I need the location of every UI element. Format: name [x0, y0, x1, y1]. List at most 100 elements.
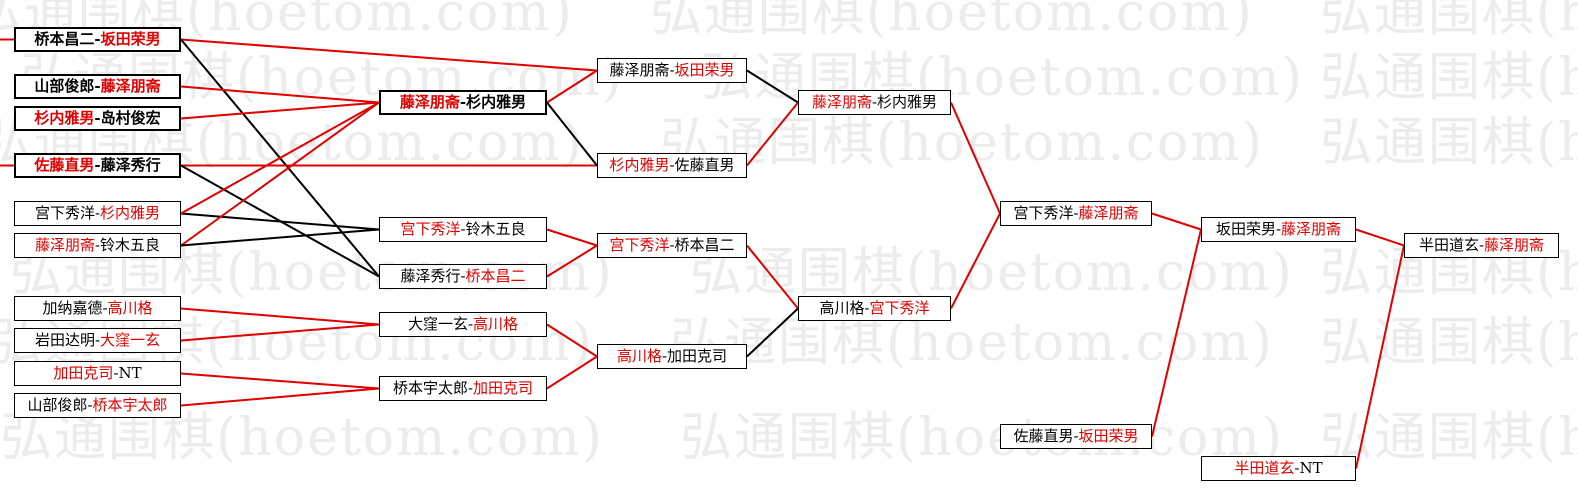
separator: - — [94, 236, 101, 254]
player-a: 桥本昌二 — [34, 30, 95, 48]
player-a: 宫下秀洋 — [400, 220, 461, 238]
separator: - — [94, 109, 101, 127]
separator: - — [864, 299, 870, 317]
player-a: 加田克司 — [53, 364, 114, 382]
connector-line — [950, 102, 1001, 214]
player-b: 杉内雅男 — [877, 93, 938, 111]
player-a: 加纳嘉德 — [42, 299, 103, 317]
match-box: 藤泽朋斋-铃木五良 — [14, 233, 181, 258]
player-b: 岛村俊宏 — [100, 109, 161, 127]
player-a: 山部俊郎 — [27, 396, 88, 414]
connector-line — [746, 244, 799, 310]
connector-line — [746, 101, 799, 167]
match-box: 山部俊郎-藤泽朋斋 — [14, 74, 181, 99]
player-a: 山部俊郎 — [34, 77, 95, 95]
match-box: 藤泽秀行-桥本昌二 — [379, 264, 547, 289]
match-box: 宫下秀洋-铃木五良 — [379, 217, 547, 242]
player-b: 高川格 — [107, 299, 153, 317]
match-box: 藤泽朋斋-杉内雅男 — [379, 90, 547, 115]
player-a: 杉内雅男 — [34, 109, 95, 127]
match-box: 佐藤直男-藤泽秀行 — [14, 153, 181, 178]
connector-line — [180, 85, 380, 104]
watermark: 弘通围棋(hoetom.com) — [1320, 48, 1578, 108]
player-b: 杉内雅男 — [466, 93, 527, 111]
connector-line — [1151, 212, 1202, 231]
connector-line — [746, 307, 799, 358]
separator: - — [669, 236, 675, 254]
separator: - — [661, 347, 668, 365]
match-box: 宫下秀洋-杉内雅男 — [14, 201, 181, 226]
connector-line — [546, 69, 598, 104]
watermark: 弘通围棋(hoetom.com) — [1320, 0, 1578, 43]
watermark: 弘通围棋(hoetom.com) — [1320, 313, 1578, 373]
player-b: 坂田荣男 — [1078, 427, 1139, 445]
match-box: 岩田达明-大窪一玄 — [14, 328, 181, 353]
separator: - — [94, 156, 101, 174]
player-a: 高川格 — [819, 299, 865, 317]
connector-line — [180, 212, 380, 231]
separator: - — [94, 331, 101, 349]
separator: - — [871, 93, 878, 111]
player-b: 铃木五良 — [100, 236, 161, 254]
player-a: 宫下秀洋 — [34, 204, 95, 222]
player-b: 藤泽朋斋 — [1484, 236, 1545, 254]
watermark: 弘通围棋(hoetom.com) — [0, 408, 604, 468]
connector-line — [180, 101, 380, 120]
player-a: 藤泽朋斋 — [609, 61, 670, 79]
match-box: 半田道玄-藤泽朋斋 — [1404, 233, 1559, 258]
match-box: 大窪一玄-高川格 — [379, 312, 547, 337]
connector-line — [180, 228, 380, 247]
player-b: 藤泽朋斋 — [100, 77, 161, 95]
player-a: 岩田达明 — [34, 331, 95, 349]
watermark: 弘通围棋(hoetom.com) — [680, 408, 1284, 468]
separator: - — [1275, 220, 1282, 238]
player-b: 桥本昌二 — [674, 236, 735, 254]
player-a: 佐藤直男 — [1013, 427, 1074, 445]
player-a: 半田道玄 — [1234, 459, 1295, 477]
player-b: 大窪一玄 — [100, 331, 161, 349]
player-b: 坂田荣男 — [674, 61, 735, 79]
player-a: 宫下秀洋 — [609, 236, 670, 254]
separator: - — [1294, 459, 1300, 477]
separator: - — [467, 315, 474, 333]
watermark: 弘通围棋(hoetom.com) — [670, 313, 1274, 373]
player-b: NT — [118, 364, 142, 382]
player-b: NT — [1299, 459, 1323, 477]
match-box: 高川格-加田克司 — [597, 344, 747, 369]
watermark: 弘通围棋(hoetom.com) — [1320, 113, 1578, 173]
player-b: 桥本昌二 — [465, 267, 526, 285]
separator: - — [459, 93, 467, 111]
player-b: 佐藤直男 — [674, 156, 735, 174]
separator: - — [1073, 427, 1079, 445]
connector-line — [180, 101, 380, 247]
separator: - — [94, 77, 101, 95]
player-b: 加田克司 — [667, 347, 728, 365]
player-b: 藤泽朋斋 — [1078, 204, 1139, 222]
match-box: 半田道玄-NT — [1201, 456, 1356, 481]
player-b: 坂田荣男 — [100, 30, 161, 48]
player-a: 高川格 — [616, 347, 662, 365]
connector-line — [180, 372, 380, 390]
separator: - — [460, 267, 466, 285]
connector-line — [546, 244, 598, 278]
connector-line — [180, 387, 380, 407]
player-a: 宫下秀洋 — [1013, 204, 1074, 222]
match-box: 宫下秀洋-桥本昌二 — [597, 233, 747, 258]
separator: - — [460, 220, 466, 238]
match-box: 坂田荣男-藤泽朋斋 — [1201, 217, 1356, 242]
connector-line — [546, 228, 598, 247]
player-b: 铃木五良 — [465, 220, 526, 238]
connector-line — [546, 323, 598, 358]
match-box: 宫下秀洋-藤泽朋斋 — [1000, 201, 1152, 226]
connector-line — [746, 69, 799, 104]
player-a: 藤泽朋斋 — [34, 236, 95, 254]
connector-line — [180, 323, 380, 342]
match-box: 桥本昌二-坂田荣男 — [14, 27, 181, 52]
separator: - — [94, 204, 101, 222]
separator: - — [467, 379, 474, 397]
match-box: 桥本宇太郎-加田克司 — [379, 376, 547, 401]
player-b: 桥本宇太郎 — [92, 396, 168, 414]
separator: - — [1478, 236, 1485, 254]
player-b: 高川格 — [473, 315, 519, 333]
